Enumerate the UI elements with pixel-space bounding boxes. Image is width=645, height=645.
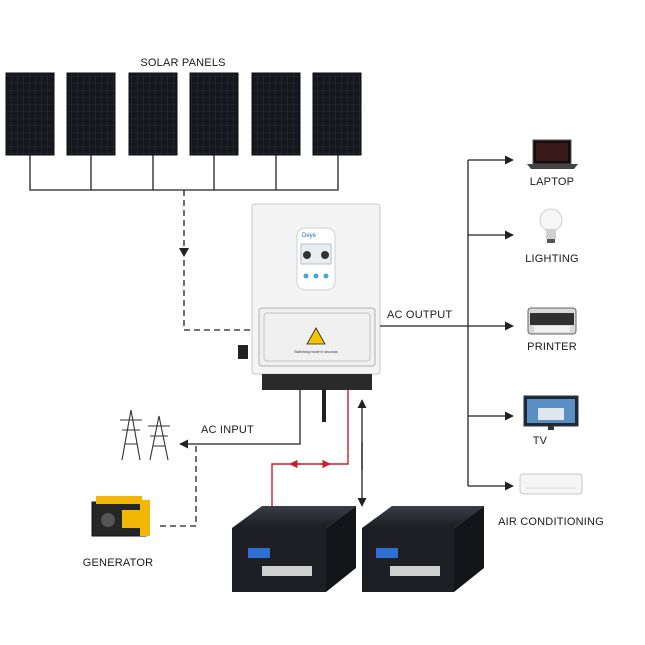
inverter-icon <box>238 203 381 422</box>
generator-line <box>160 444 197 527</box>
solar-panel-icon <box>251 72 301 156</box>
label-air-conditioning: AIR CONDITIONING <box>498 516 604 528</box>
inverter-warning-text: Switching mode in seconds <box>294 350 338 354</box>
tv-icon <box>523 395 579 430</box>
ac-input-line <box>179 390 301 449</box>
warning-icon <box>306 327 326 345</box>
label-tv: TV <box>532 435 548 447</box>
pv-arrow <box>179 248 189 257</box>
light-bulb-icon <box>539 208 563 243</box>
solar-panel-icon <box>128 72 178 156</box>
pv-to-inverter-line <box>183 190 252 331</box>
transmission-tower-icon <box>120 409 170 461</box>
printer-icon <box>527 307 577 335</box>
battery-icon <box>232 506 356 592</box>
label-ac-output: AC OUTPUT <box>387 309 453 321</box>
label-generator: GENERATOR <box>82 557 154 569</box>
inverter-brand: Deye <box>302 233 317 239</box>
solar-panel-icon <box>66 72 116 156</box>
battery-link-red <box>271 390 349 510</box>
label-laptop: LAPTOP <box>529 176 575 188</box>
label-ac-input: AC INPUT <box>201 424 254 436</box>
laptop-icon <box>527 139 578 169</box>
generator-icon <box>91 496 150 537</box>
label-lighting: LIGHTING <box>525 253 579 265</box>
battery-icon <box>362 506 484 592</box>
panel-bus-line <box>29 155 339 191</box>
label-printer: PRINTER <box>527 341 577 353</box>
solar-panel-icon <box>5 72 55 156</box>
solar-panel-icon <box>189 72 239 156</box>
solar-panel-array <box>5 72 362 156</box>
ac-output-bus <box>380 155 514 491</box>
label-solar-panels: SOLAR PANELS <box>140 57 226 69</box>
solar-panel-icon <box>312 72 362 156</box>
air-conditioner-icon <box>519 473 583 495</box>
